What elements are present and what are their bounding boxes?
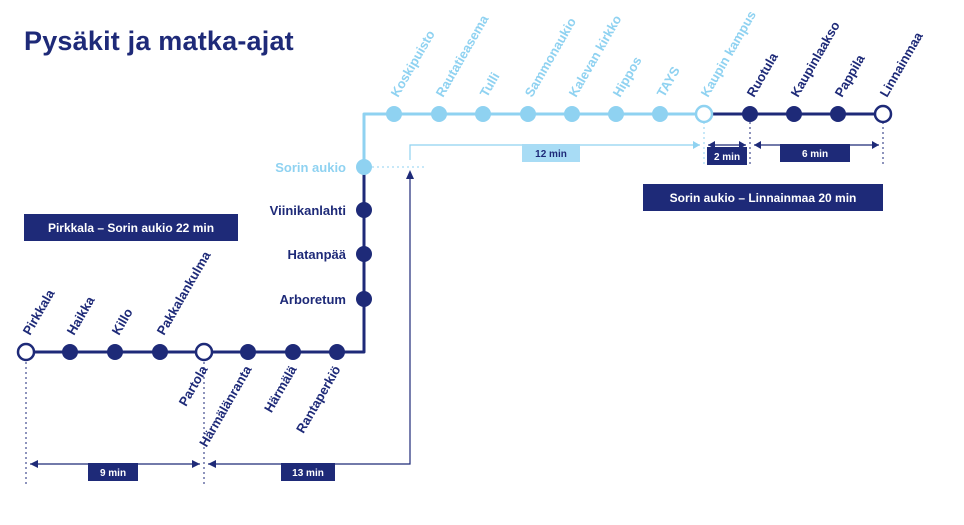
stop-marker-kaupin-kampus: [694, 104, 714, 124]
stop-marker-hatanpaa: [356, 246, 372, 262]
route-line-west: [26, 167, 366, 354]
stop-label-pirkkala: Pirkkala: [20, 286, 58, 337]
stop-marker-sorin-aukio: [356, 159, 372, 175]
stop-label-sorin-aukio: Sorin aukio: [275, 160, 346, 175]
duration-boxes: 9 min 13 min 12 min 2 min 6 min: [88, 144, 850, 481]
summary-sorin-linnainmaa: Sorin aukio – Linnainmaa 20 min: [643, 184, 883, 211]
stop-label-hatanpaa: Hatanpää: [287, 247, 346, 262]
stop-marker-tays: [652, 106, 668, 122]
guide-lines: [25, 122, 884, 487]
stop-labels-west-below: Partola Härmälänranta Härmälä Rantaperki…: [176, 362, 344, 449]
stop-marker-koskipuisto: [386, 106, 402, 122]
stop-labels-centre: Koskipuisto Rautatieasema Tulli Sammonau…: [388, 8, 759, 99]
stop-label-linnainmaa: Linnainmaa: [877, 29, 926, 100]
stop-label-viinikanlahti: Viinikanlahti: [270, 203, 346, 218]
stop-marker-pirkkala: [16, 342, 36, 362]
stop-label-pappila: Pappila: [832, 51, 868, 99]
stop-marker-partola: [194, 342, 214, 362]
summary-pirkkala-sorin: Pirkkala – Sorin aukio 22 min: [24, 214, 238, 241]
stop-label-killo: Killo: [109, 306, 136, 338]
stop-label-harmala: Härmälä: [261, 362, 300, 415]
duration-partola-sorin: 13 min: [292, 468, 324, 479]
stop-label-pakkalankulma: Pakkalankulma: [154, 248, 214, 338]
stop-marker-rautatieasema: [431, 106, 447, 122]
duration-kaupin-ruotula: 2 min: [714, 152, 740, 163]
stop-marker-sammonaukio: [520, 106, 536, 122]
stop-markers: [16, 104, 893, 362]
stop-label-haikka: Haikka: [64, 293, 98, 337]
stop-marker-kaupinlaakso: [786, 106, 802, 122]
duration-pirkkala-partola: 9 min: [100, 468, 126, 479]
stop-marker-harmala: [285, 344, 301, 360]
stop-marker-kalevan-kirkko: [564, 106, 580, 122]
stop-label-koskipuisto: Koskipuisto: [388, 28, 438, 100]
stop-marker-viinikanlahti: [356, 202, 372, 218]
stop-labels-west-above: Pirkkala Haikka Killo Pakkalankulma: [20, 248, 214, 338]
stop-marker-arboretum: [356, 291, 372, 307]
page-title: Pysäkit ja matka-ajat: [24, 26, 294, 56]
stop-marker-rantaperkio: [329, 344, 345, 360]
duration-ruotula-linnainmaa: 6 min: [802, 149, 828, 160]
stop-marker-hippos: [608, 106, 624, 122]
stop-label-rantaperkio: Rantaperkiö: [293, 363, 344, 436]
stop-label-tays: TAYS: [654, 64, 683, 100]
stop-marker-pakkalankulma: [152, 344, 168, 360]
stop-marker-linnainmaa: [873, 104, 893, 124]
stop-marker-pappila: [830, 106, 846, 122]
route-line-centre: [362, 112, 704, 167]
stop-marker-killo: [107, 344, 123, 360]
stop-label-ruotula: Ruotula: [744, 49, 782, 99]
stop-marker-harmalanranta: [240, 344, 256, 360]
guide-lines-light: [372, 122, 705, 168]
duration-arrows: [30, 141, 879, 468]
stop-labels-east: Ruotula Kaupinlaakso Pappila Linnainmaa: [744, 19, 926, 100]
stop-label-tulli: Tulli: [477, 70, 503, 100]
stop-label-arboretum: Arboretum: [280, 292, 346, 307]
route-lines: [26, 112, 883, 354]
duration-sorin-kaupin: 12 min: [535, 149, 567, 160]
duration-arrow-light: [409, 141, 700, 160]
stop-label-hippos: Hippos: [610, 54, 645, 100]
stop-marker-haikka: [62, 344, 78, 360]
stop-marker-ruotula: [742, 106, 758, 122]
stop-marker-tulli: [475, 106, 491, 122]
stop-labels-vertical: Arboretum Hatanpää Viinikanlahti Sorin a…: [270, 160, 347, 307]
stop-label-partola: Partola: [176, 362, 211, 408]
